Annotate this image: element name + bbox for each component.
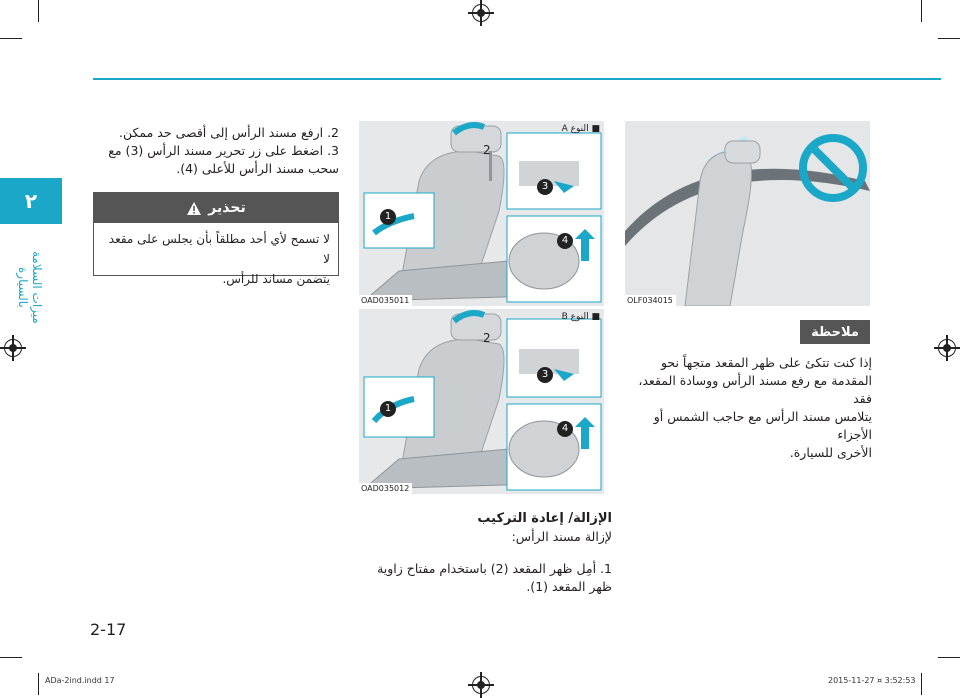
photo-code: OAD035012	[359, 483, 413, 494]
note-line: يتلامس مسند الرأس مع حاجب الشمس أو الأجز…	[653, 409, 872, 442]
page-number: 2-17	[90, 620, 127, 639]
photo-code: OLF034015	[625, 295, 676, 306]
warning-triangle-icon	[187, 201, 202, 215]
install-sub: لإزالة مسند الرأس:	[511, 529, 612, 544]
headrest-contact-illustration	[625, 121, 870, 306]
registration-mark-icon	[468, 0, 494, 26]
seat-illustration	[359, 121, 604, 306]
callout-4: 4	[557, 233, 573, 249]
crop-mark	[38, 673, 39, 695]
crop-mark	[38, 0, 39, 22]
crop-mark	[938, 657, 960, 658]
warning-body: لا تسمح لأي أحد مطلقاً بأن يجلس على مقعد…	[102, 229, 330, 289]
photo-type-label: ■ النوع A	[561, 124, 600, 134]
install-step-1: 1. أمِل ظهر المقعد (2) باستخدام مفتاح زا…	[377, 561, 612, 576]
note-line: المقدمة مع رفع مسند الرأس ووسادة المقعد،…	[638, 373, 872, 406]
warning-line: لا تسمح لأي أحد مطلقاً بأن يجلس على مقعد…	[108, 232, 330, 266]
note-tag: ملاحظة	[800, 320, 870, 344]
callout-4: 4	[557, 421, 573, 437]
install-step-1-cont: ظهر المقعد (1).	[526, 579, 612, 594]
registration-mark-icon	[934, 335, 960, 361]
prohibition-photo: OLF034015	[625, 121, 870, 306]
install-section: الإزالة/ إعادة التركيب لإزالة مسند الرأس…	[360, 510, 612, 596]
callout-3: 3	[537, 367, 553, 383]
steps-top: 2. ارفع مسند الرأس إلى أقصى حد ممكن. 3. …	[93, 124, 339, 178]
crop-mark	[0, 38, 22, 39]
warning-line: يتضمن مساند للرأس.	[222, 272, 330, 286]
footer-file: ADa-2ind.indd 17	[45, 676, 115, 685]
photo-code: OAD035011	[359, 295, 413, 306]
callout-2: 2	[483, 143, 491, 157]
step-2: 2. ارفع مسند الرأس إلى أقصى حد ممكن.	[119, 125, 339, 140]
warning-title: تحذير	[208, 200, 246, 216]
callout-3: 3	[537, 179, 553, 195]
chapter-vertical-label: ميزات السلامة بالسيارة	[16, 250, 44, 324]
crop-mark	[921, 0, 922, 22]
crop-mark	[921, 673, 922, 695]
header-rule	[93, 78, 941, 80]
warning-box: تحذير لا تسمح لأي أحد مطلقاً بأن يجلس عل…	[93, 192, 339, 286]
registration-mark-icon	[468, 672, 494, 698]
callout-1: 1	[380, 209, 396, 225]
note-body: إذا كنت تتكئ على ظهر المقعد متجهاً نحو ا…	[628, 354, 872, 462]
seat-illustration	[359, 309, 604, 494]
install-heading: الإزالة/ إعادة التركيب	[477, 511, 612, 526]
chapter-number: ٢	[24, 189, 38, 213]
chapter-tab: ٢	[0, 178, 62, 224]
note-line: الأخرى للسيارة.	[789, 445, 872, 460]
crop-mark	[938, 38, 960, 39]
step-3-cont: سحب مسند الرأس للأعلى (4).	[176, 161, 339, 176]
step-3: 3. اضغط على زر تحرير مسند الرأس (3) مع	[108, 143, 339, 158]
photo-type-label: ■ النوع B	[561, 312, 600, 322]
note-line: إذا كنت تتكئ على ظهر المقعد متجهاً نحو	[660, 355, 872, 370]
seat-photo-type-b: 1 2 3 4 ■ النوع B OAD035012	[359, 309, 604, 494]
callout-2: 2	[483, 331, 491, 345]
registration-mark-icon	[0, 335, 26, 361]
footer-date: 2015-11-27 ¤ 3:52:53	[828, 676, 916, 685]
seat-photo-type-a: 1 2 3 4 ■ النوع A OAD035011	[359, 121, 604, 306]
warning-header: تحذير	[94, 193, 338, 223]
crop-mark	[0, 657, 22, 658]
callout-1: 1	[380, 401, 396, 417]
